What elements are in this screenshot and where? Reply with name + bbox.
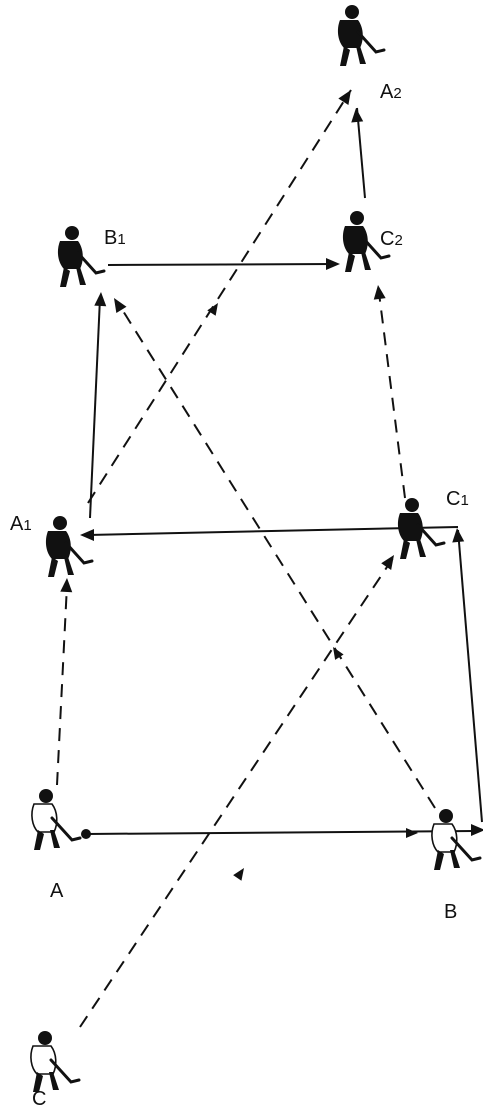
- arrowhead-icon: [381, 552, 399, 570]
- player-c-icon: [31, 1031, 79, 1092]
- line-a1-to-b1: [90, 298, 100, 518]
- label-a1: A1: [10, 513, 32, 535]
- run-c1-to-c2: [378, 285, 405, 498]
- label-b1: B1: [104, 227, 126, 249]
- arrowhead-icon: [372, 284, 386, 299]
- arrowhead-icon: [350, 107, 363, 122]
- players: [31, 5, 480, 1092]
- player-a1-icon: [46, 516, 92, 577]
- line-b1-to-c2: [108, 264, 336, 265]
- arrowhead-icon: [109, 295, 127, 313]
- arrowhead-icon: [94, 292, 107, 307]
- arrowhead-icon: [80, 529, 94, 541]
- player-a-icon: [32, 789, 80, 850]
- arrowhead-icon: [406, 828, 418, 838]
- arrowhead-icon: [338, 87, 356, 105]
- label-c: C: [32, 1088, 46, 1110]
- player-b1-icon: [58, 226, 104, 287]
- ball-icon: [81, 829, 91, 839]
- run-c-to-c1: [80, 555, 395, 1027]
- label-a2: A2: [380, 81, 402, 103]
- player-c1-icon: [398, 498, 444, 559]
- run-a1-to-a2: [88, 90, 351, 503]
- arrowhead-icon: [233, 865, 248, 881]
- player-a2-icon: [338, 5, 384, 66]
- label-c1: C1: [446, 488, 469, 510]
- player-labels: A2 B1 C2 A1 C1 A B C: [10, 81, 469, 1110]
- label-b: B: [444, 901, 457, 923]
- line-b-to-c1: [458, 530, 482, 822]
- label-a: A: [50, 880, 64, 902]
- arrowhead-icon: [60, 578, 73, 593]
- arrowhead-icon: [326, 258, 340, 270]
- run-a-to-a1: [57, 585, 67, 785]
- arrowheads: [60, 87, 483, 881]
- player-b-icon: [432, 809, 480, 870]
- arrowhead-icon: [471, 824, 483, 836]
- label-c2: C2: [380, 228, 403, 250]
- arrowhead-icon: [451, 527, 464, 542]
